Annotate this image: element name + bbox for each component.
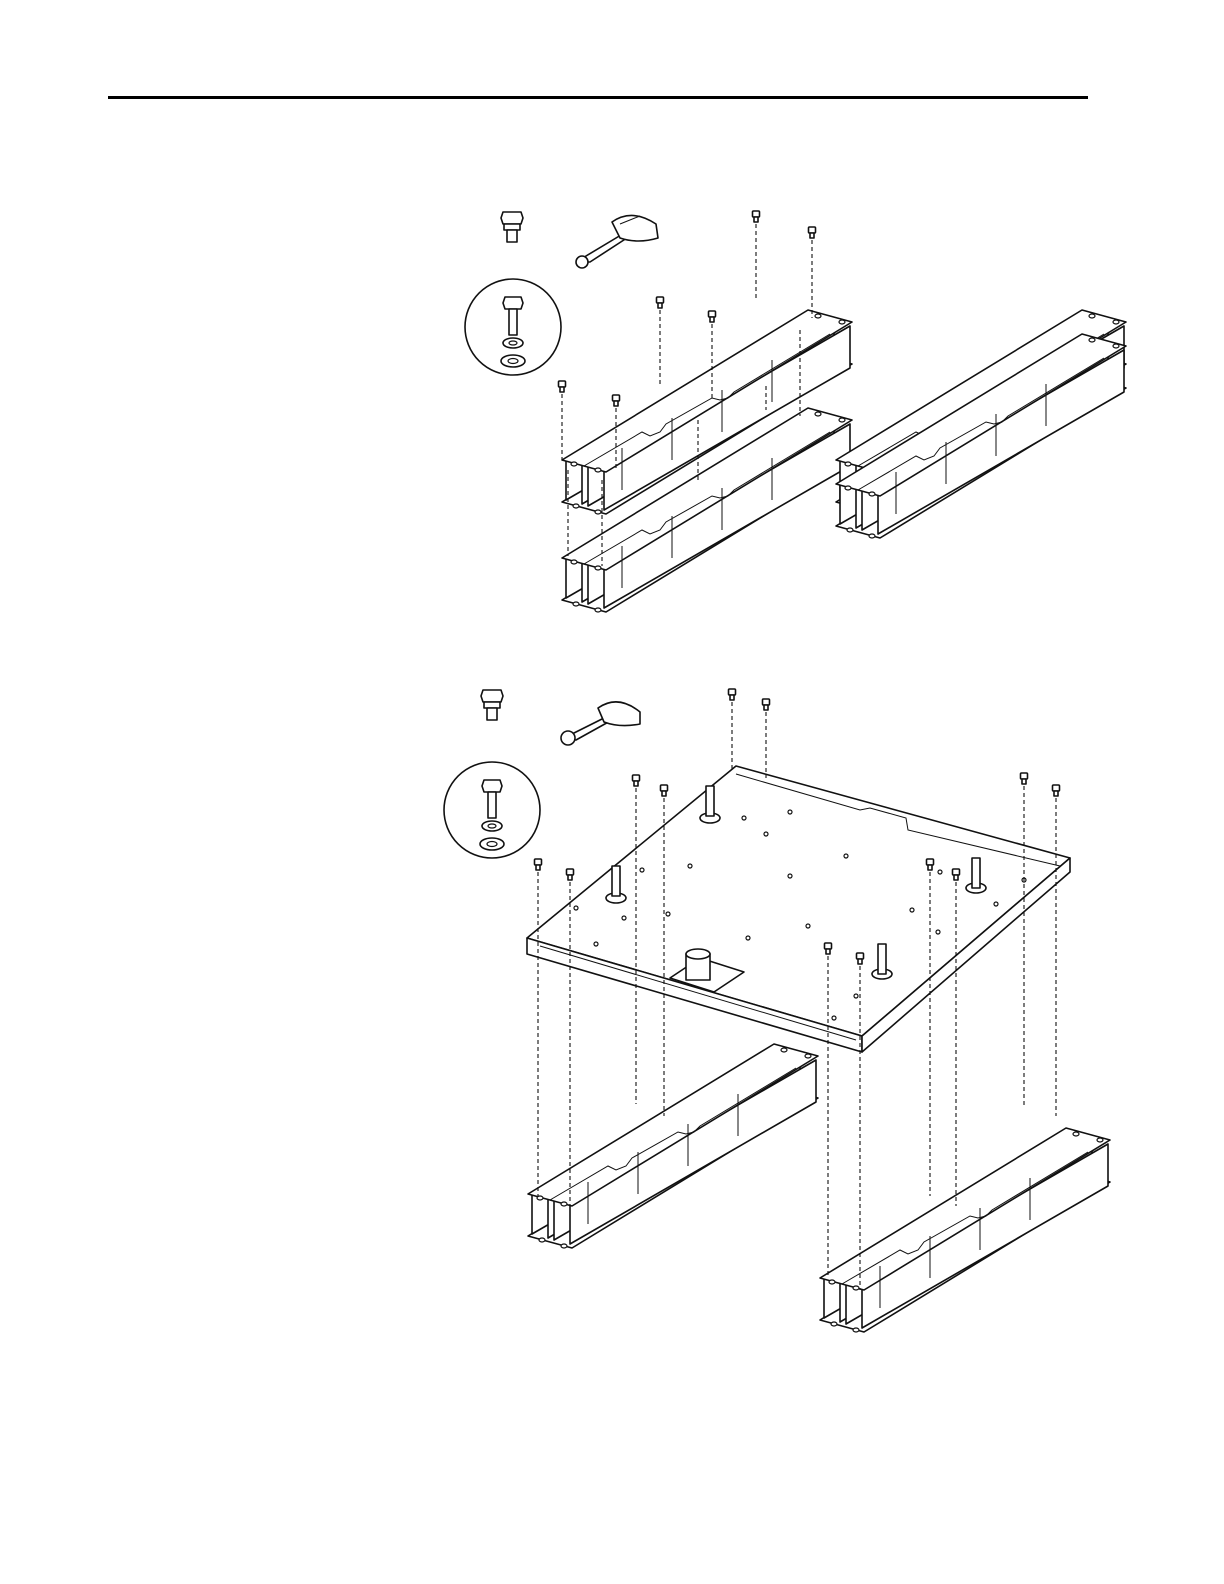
bolt-washer-detail-icon (444, 762, 540, 858)
bolt-washer-detail-icon (465, 279, 561, 375)
wrench-hand-icon (576, 215, 658, 268)
figure-1 (465, 211, 1126, 612)
figure-2 (444, 689, 1110, 1332)
bolt-icon (501, 212, 523, 242)
base-plate (527, 766, 1070, 1052)
rail-right (820, 1128, 1110, 1332)
rail-left (528, 1044, 818, 1248)
bolt-icon (481, 690, 503, 720)
wrench-hand-icon (561, 702, 640, 745)
